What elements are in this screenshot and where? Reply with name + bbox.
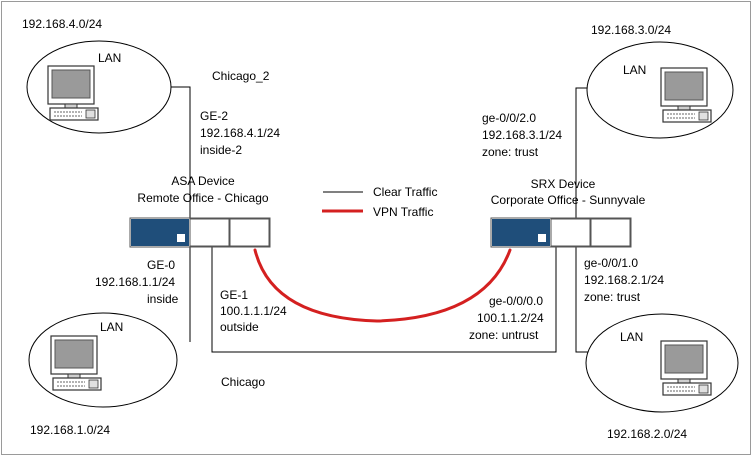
computer-icon [50,335,102,391]
asa-ge2-info: GE-2 192.168.4.1/24 inside-2 [200,109,280,157]
legend-vpn-label: VPN Traffic [373,205,433,219]
computer-icon [47,65,99,121]
interface-ip: 192.168.4.1/24 [200,126,280,140]
asa-ge0-info: GE-0 192.168.1.1/24 inside [95,258,179,306]
lan-subnet: 192.168.3.0/24 [591,23,671,37]
interface-ip: 192.168.2.1/24 [584,273,664,287]
srx-ge010-info: ge-0/0/1.0 192.168.2.1/24 zone: trust [584,256,664,304]
interface-zone: zone: trust [482,145,539,159]
interface-zone: zone: untrust [469,328,539,342]
interface-ip: 192.168.3.1/24 [482,128,562,142]
srx-ge000-info: ge-0/0/0.0 100.1.1.2/24 zone: untrust [469,294,544,342]
device-port-led [538,234,546,242]
device-port [550,218,591,247]
interface-ip: 100.1.1.2/24 [477,311,544,325]
interface-name: GE-1 [220,288,248,302]
device-name: SRX Device [531,177,596,191]
interface-zone: zone: trust [584,290,641,304]
legend-clear-label: Clear Traffic [373,185,437,199]
computer-icon [660,67,712,123]
interface-name: ge-0/0/2.0 [482,111,536,125]
link-wan [211,247,557,353]
asa-device: ASA Device Remote Office - Chicago [129,174,271,248]
legend: Clear Traffic VPN Traffic [322,185,437,219]
interface-name: GE-2 [200,109,228,123]
interface-name: ge-0/0/1.0 [584,256,638,270]
asa-ge1-info: GE-1 100.1.1.1/24 outside [220,288,287,334]
device-name: ASA Device [171,174,235,188]
lan-label: LAN [623,63,646,77]
device-port [590,218,631,247]
interface-name: GE-0 [147,258,175,272]
device-port [229,218,270,247]
interface-ip: 192.168.1.1/24 [95,275,175,289]
interface-name: ge-0/0/0.0 [489,294,543,308]
computer-icon [660,340,712,396]
lan-bottomright: LAN 192.168.2.0/24 [585,313,739,441]
vpn-tunnel [253,248,512,323]
lan-topright: LAN 192.168.3.0/24 [586,23,734,139]
lan-subnet: 192.168.2.0/24 [607,427,687,441]
device-port [189,218,230,247]
interface-zone: inside [147,292,179,306]
interface-ip: 100.1.1.1/24 [220,304,287,318]
lan-label: LAN [98,51,121,65]
lan-bottomleft: LAN 192.168.1.0/24 [28,312,178,437]
device-location: Remote Office - Chicago [137,191,268,205]
device-port-led [177,234,185,242]
link-srx-ge010 [575,247,590,353]
lan-label: LAN [100,320,123,334]
interface-zone: outside [220,320,259,334]
srx-device: SRX Device Corporate Office - Sunnyvale [490,177,646,248]
lan-topleft: LAN 192.168.4.0/24 [22,17,172,134]
lan-label: LAN [620,330,643,344]
interface-zone: inside-2 [200,143,242,157]
lan-subnet: 192.168.4.0/24 [22,17,102,31]
lan-cloud [586,41,734,139]
srx-ge020-info: ge-0/0/2.0 192.168.3.1/24 zone: trust [482,111,562,159]
lan-subnet: 192.168.1.0/24 [30,423,110,437]
site-label-chicago: Chicago [221,375,265,389]
site-label-chicago2: Chicago_2 [212,69,270,83]
device-location: Corporate Office - Sunnyvale [491,193,646,207]
